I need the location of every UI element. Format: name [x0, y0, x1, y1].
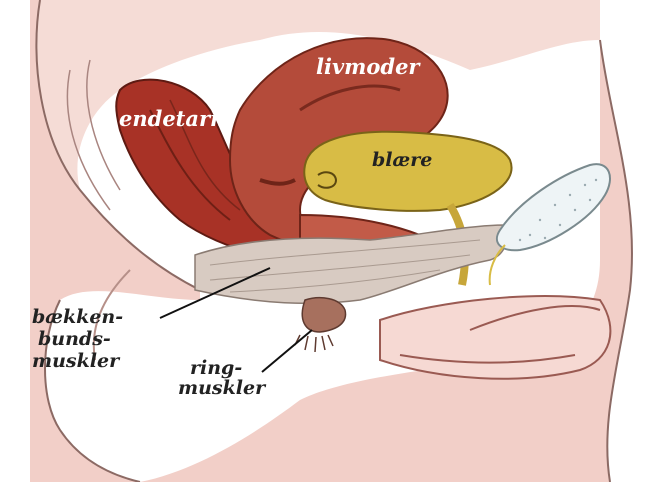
label-pelvic-floor-line-1: bækken- [32, 306, 123, 328]
label-ring-muscles-line-2: muskler [178, 377, 267, 399]
label-uterus: livmoder [316, 54, 421, 79]
label-rectum: endetarm [119, 106, 232, 131]
label-pelvic-floor-line-2: bunds- [38, 328, 111, 350]
label-pelvic-floor-line-3: muskler [32, 350, 121, 372]
bladder [304, 132, 511, 211]
label-bladder: blære [372, 149, 432, 171]
label-ring-muscles-line-1: ring- [190, 357, 242, 379]
